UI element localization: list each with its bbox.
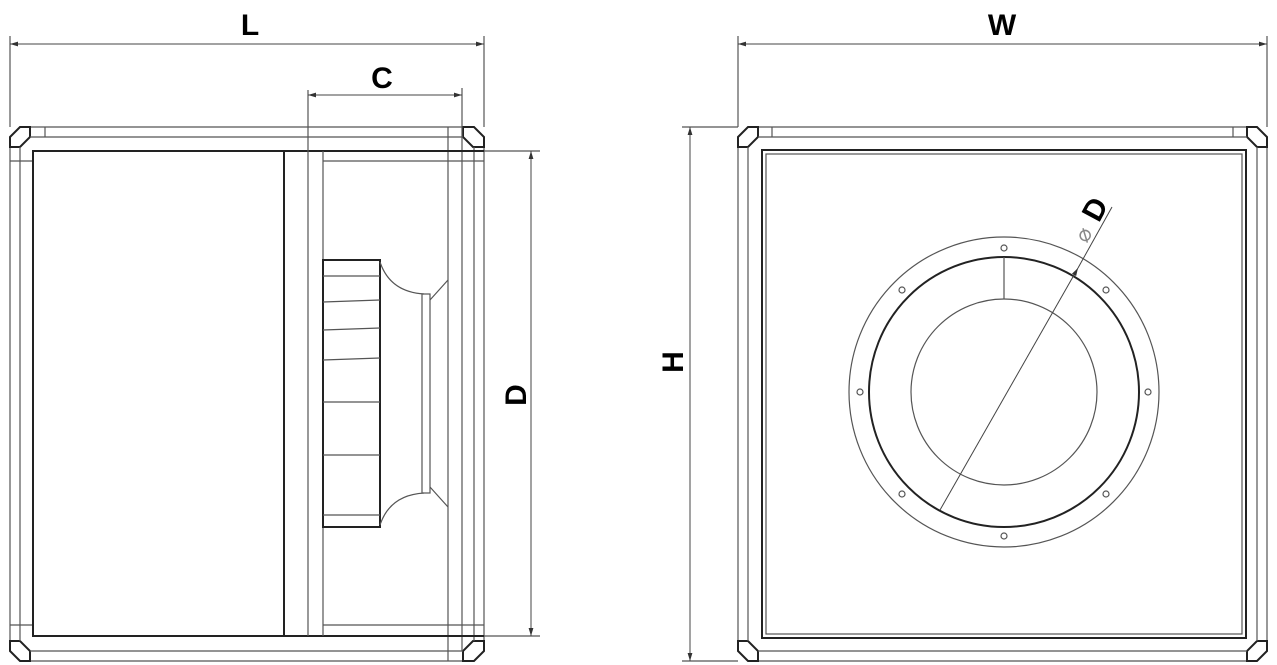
front-panel [761, 149, 1247, 639]
inlet-flange [848, 236, 1160, 548]
corner-tl [9, 126, 31, 148]
label-diameter: D [1076, 192, 1115, 227]
impeller [322, 259, 449, 528]
label-H: H [657, 351, 690, 373]
side-outer-frame [9, 126, 485, 662]
front-view: ⌀ D W H [657, 9, 1268, 662]
access-panel [32, 150, 285, 637]
label-C: C [371, 62, 393, 95]
label-W: W [988, 9, 1017, 42]
corner-bl [9, 640, 31, 662]
diameter-symbol: ⌀ [1069, 223, 1097, 246]
front-outer-frame [737, 126, 1268, 662]
corner-br [462, 640, 485, 662]
dim-line-diameter [939, 267, 1079, 511]
bolt-holes [856, 244, 1152, 540]
corner-tr [462, 126, 485, 148]
label-L: L [241, 9, 259, 42]
side-view: L C D [9, 9, 540, 662]
label-D: D [500, 384, 533, 406]
inlet-opening [910, 298, 1098, 486]
